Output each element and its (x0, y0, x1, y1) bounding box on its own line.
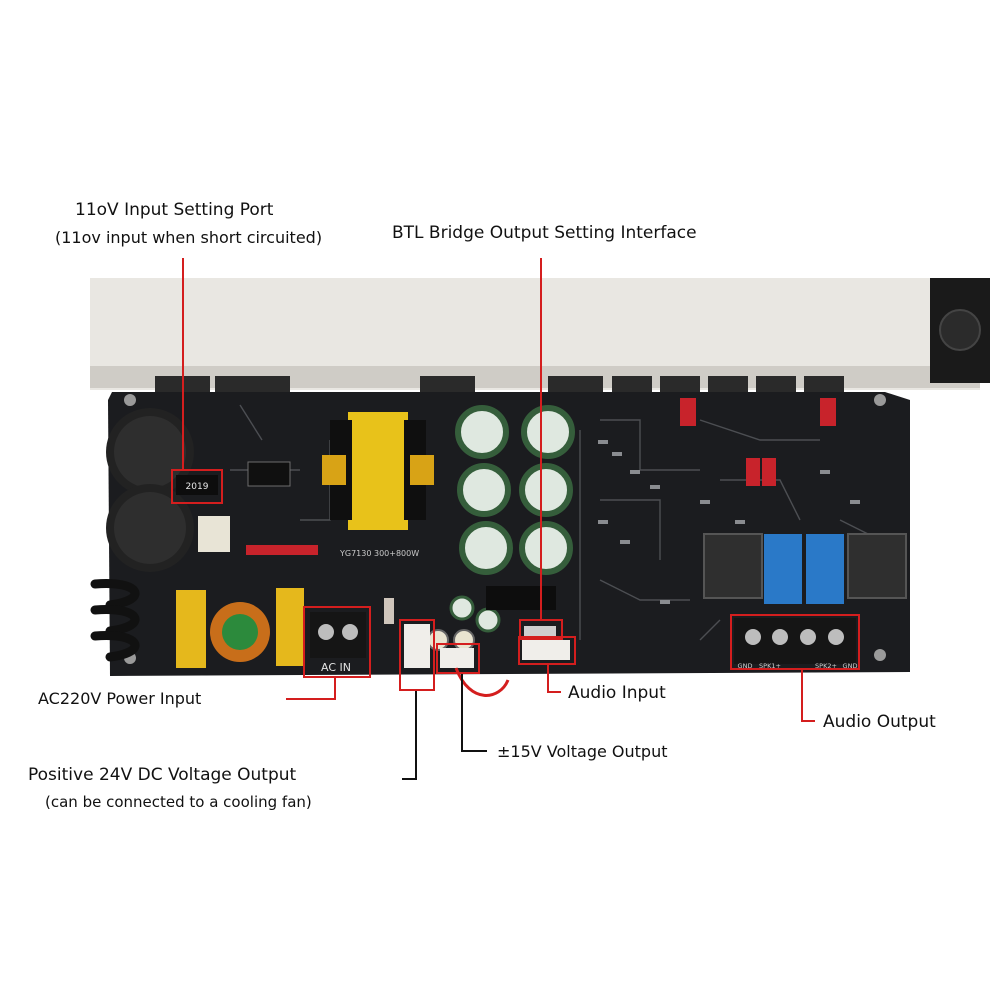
highlight-pm15v-connector (436, 643, 480, 674)
relay-left (764, 534, 802, 604)
label-btl-bridge: BTL Bridge Output Setting Interface (392, 223, 697, 243)
highlight-input-setting-port (171, 469, 223, 504)
chip-ic (176, 475, 218, 495)
label-input-setting-port-note: (11ov input when short circuited) (55, 228, 323, 247)
small-capacitors (427, 595, 501, 651)
transformer-tape-left (322, 455, 346, 485)
label-input-setting-port: 11oV Input Setting Port (75, 200, 274, 220)
speaker-terminal-spk1: SPK1+ (759, 662, 781, 670)
leader-audio-output-h (801, 720, 815, 722)
leader-audio-input-v (547, 665, 549, 693)
label-dc24v-output-note: (can be connected to a cooling fan) (45, 793, 312, 811)
pm15v-connector (440, 648, 474, 668)
speaker-terminal-spk2: SPK2+ (815, 662, 837, 670)
speaker-terminal-screws (745, 629, 844, 645)
leader-pm15v-v (461, 674, 463, 752)
leader-audio-input-h (547, 691, 561, 693)
leader-audio-output-v (801, 670, 803, 722)
switching-transformer (348, 412, 408, 530)
highlight-btl-jumper (519, 619, 563, 640)
label-audio-output: Audio Output (823, 712, 936, 732)
ac-terminal-screw-2 (342, 624, 358, 640)
relay-right (806, 534, 844, 604)
highlight-audio-input (518, 636, 576, 665)
output-inductor-left (703, 533, 763, 599)
speaker-terminal-gnd-1: GND (738, 662, 753, 670)
fuse (384, 598, 394, 624)
smd-components (598, 440, 860, 604)
red-capacitors (680, 398, 836, 486)
label-dc24v-output: Positive 24V DC Voltage Output (28, 765, 297, 785)
fan-hub (939, 309, 981, 351)
power-devices (486, 586, 556, 610)
leader-input-setting-port (182, 258, 184, 470)
red-wire (454, 667, 510, 697)
highlight-dc24v-connector (399, 619, 435, 691)
model-silkscreen: YG7130 300+800W (339, 549, 419, 558)
btl-jumper (524, 626, 556, 636)
leader-dc24v-v (415, 691, 417, 780)
transformer-tape-right (410, 455, 434, 485)
dip-ic (247, 461, 291, 487)
leader-ac-power-v (334, 678, 336, 700)
line-filter-cap-left (176, 590, 206, 668)
label-ac-power-input: AC220V Power Input (38, 689, 202, 708)
power-cable (90, 578, 140, 662)
leader-btl-bridge (540, 258, 542, 620)
power-resistor (246, 545, 318, 555)
ac-terminal-label: AC IN (321, 661, 351, 674)
label-pm15v-output: ±15V Voltage Output (497, 742, 668, 761)
choke-core (222, 614, 258, 650)
dc24v-connector (404, 624, 430, 668)
line-filter-cap-right (276, 588, 304, 666)
output-inductor-right (847, 533, 907, 599)
leader-ac-power-h (286, 698, 336, 700)
speaker-terminal-gnd-2: GND (843, 662, 858, 670)
highlight-ac-terminal (303, 606, 371, 678)
chip-marking: 2019 (186, 482, 209, 492)
leader-pm15v-h (461, 750, 487, 752)
label-audio-input: Audio Input (568, 683, 666, 703)
highlight-speaker-terminals (730, 614, 860, 670)
ac-terminal-screw-1 (318, 624, 334, 640)
leader-dc24v-h (402, 778, 417, 780)
audio-input-connector (522, 640, 570, 660)
filter-capacitors (455, 405, 575, 575)
film-capacitors (198, 516, 230, 552)
